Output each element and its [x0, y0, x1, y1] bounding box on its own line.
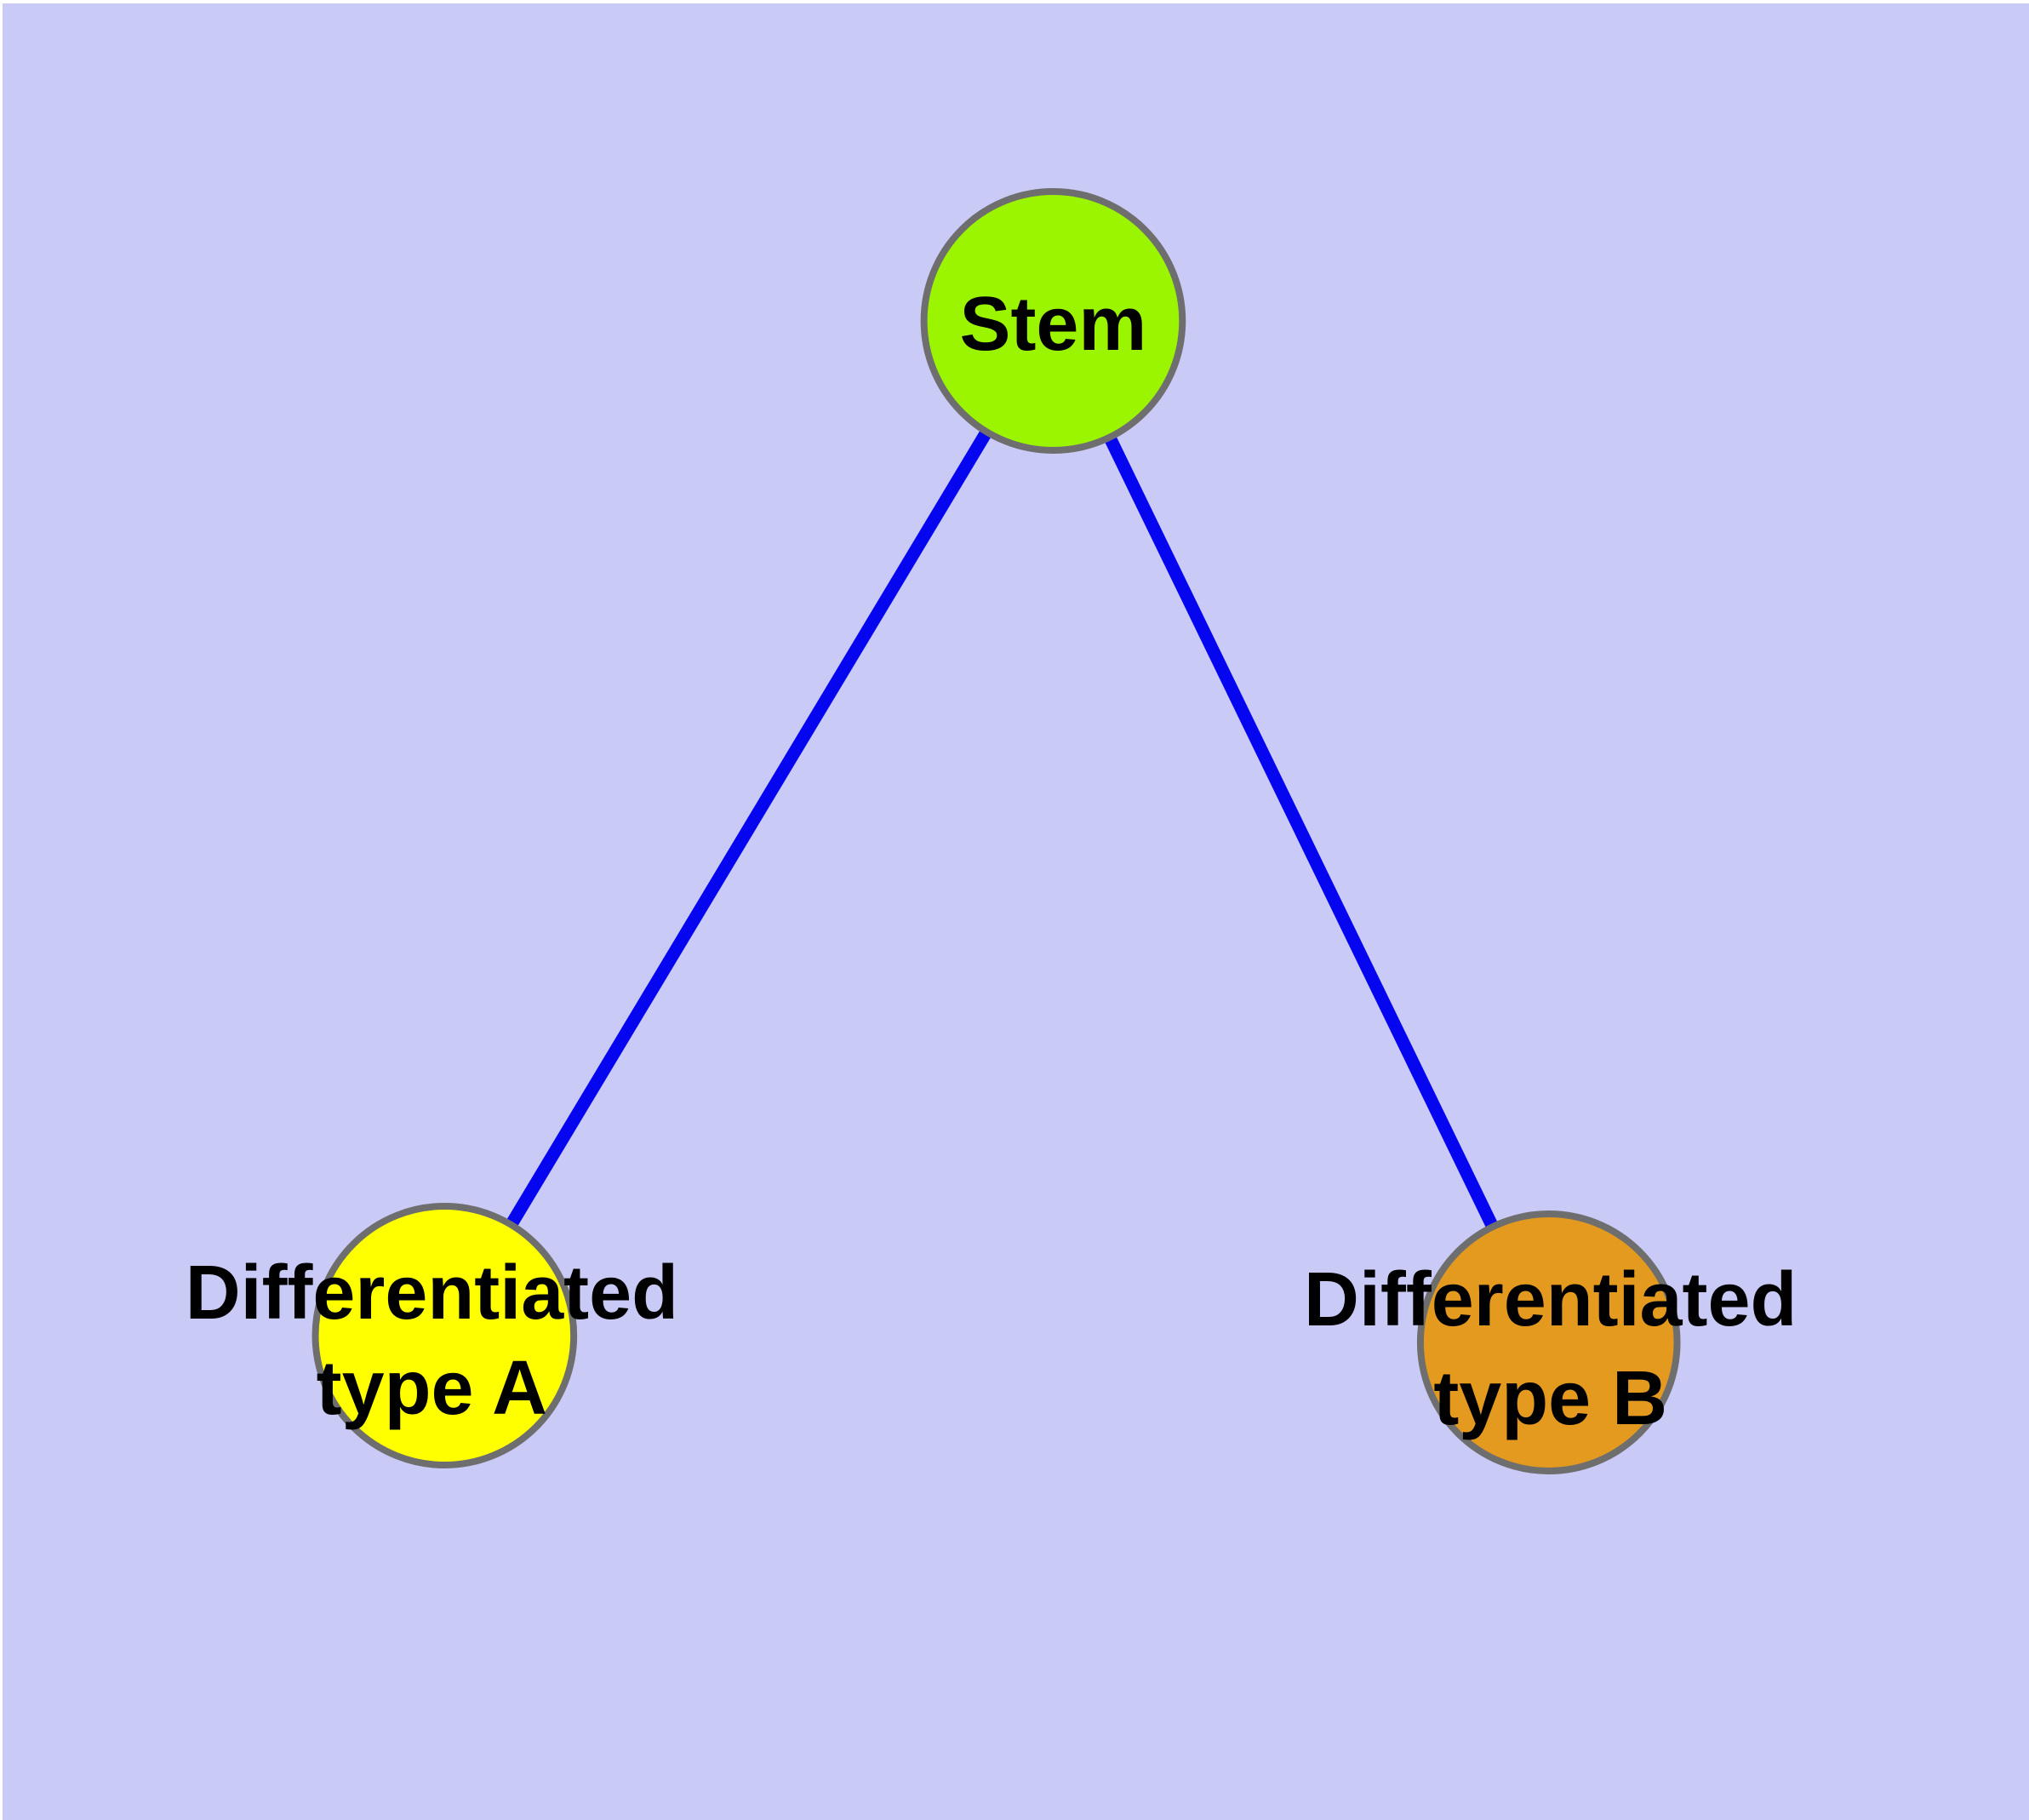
node-type-b-label-line-1: Differentiated — [1304, 1257, 1797, 1342]
node-type-b-label-line-2: type B — [1433, 1356, 1667, 1441]
edge-stem-to-type-b — [1047, 318, 1555, 1346]
node-type-a-label-line-2: type A — [317, 1346, 547, 1431]
differentiation-diagram: Stem Differentiated type A Differentiate… — [3, 3, 2029, 1820]
node-differentiated-type-a — [311, 1203, 578, 1468]
node-stem-label: Stem — [960, 282, 1147, 367]
edge-stem-to-type-a — [438, 318, 1059, 1339]
node-differentiated-type-b — [1416, 1210, 1681, 1474]
node-stem — [920, 188, 1186, 454]
node-type-a-label-line-1: Differentiated — [186, 1251, 678, 1336]
